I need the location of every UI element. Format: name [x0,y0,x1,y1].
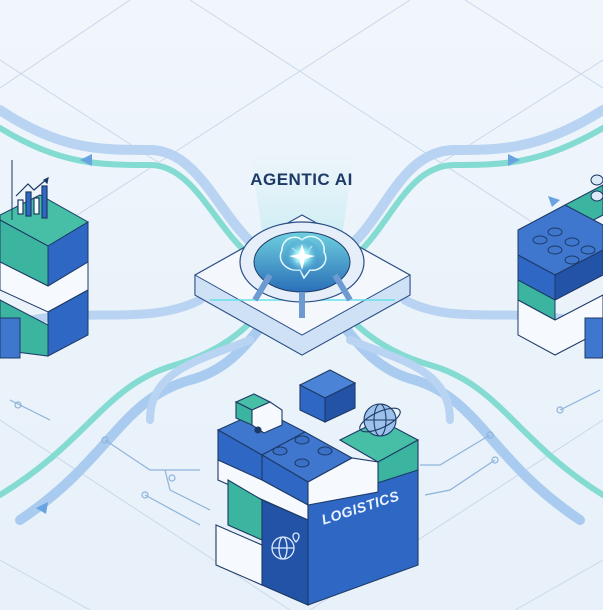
stud-icons [272,435,333,468]
truck-icon [234,393,283,434]
hub-title: AGENTIC AI [0,170,603,190]
circuit-traces [9,389,601,526]
arrow-icon [36,502,48,514]
globe-route-icon [359,403,401,437]
globe-location-icon [271,532,300,560]
stacked-blocks-icon [590,174,603,202]
bar-chart-icon [15,176,49,219]
stud-icons [532,227,596,265]
analytics-module [0,160,89,359]
shipping-container-icon [298,369,357,423]
blocks-module [517,174,603,359]
agentic-ai-hub [194,214,411,356]
data-flow-ribbons [0,105,603,525]
arrow-icon [548,196,560,207]
hub-title-text: AGENTIC AI [250,170,353,189]
arrow-icon [80,154,92,166]
arrow-icon [508,154,520,166]
logistics-module [215,369,420,606]
flow-arrows [36,154,560,514]
